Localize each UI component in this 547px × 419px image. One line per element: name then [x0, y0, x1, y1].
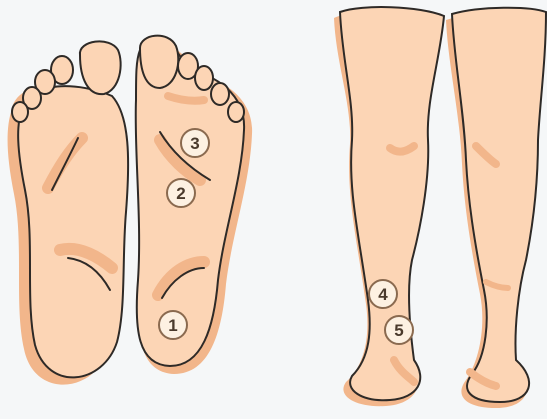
left-big-toe — [80, 41, 121, 94]
right-toe-crease — [168, 96, 204, 101]
right-sole — [136, 36, 252, 374]
right-big-toe — [140, 36, 178, 88]
right-toe-5 — [228, 102, 244, 122]
left-leg — [334, 7, 444, 406]
right-toe-4 — [211, 83, 229, 105]
marker-2: 2 — [166, 178, 196, 208]
right-leg — [446, 8, 546, 408]
marker-5: 5 — [384, 315, 414, 345]
marker-4: 4 — [368, 279, 398, 309]
left-sole-outline — [18, 86, 128, 377]
marker-1: 1 — [158, 310, 188, 340]
marker-3: 3 — [180, 128, 210, 158]
left-toe-5 — [12, 102, 28, 122]
right-toe-3 — [195, 66, 213, 90]
left-sole — [8, 41, 129, 384]
